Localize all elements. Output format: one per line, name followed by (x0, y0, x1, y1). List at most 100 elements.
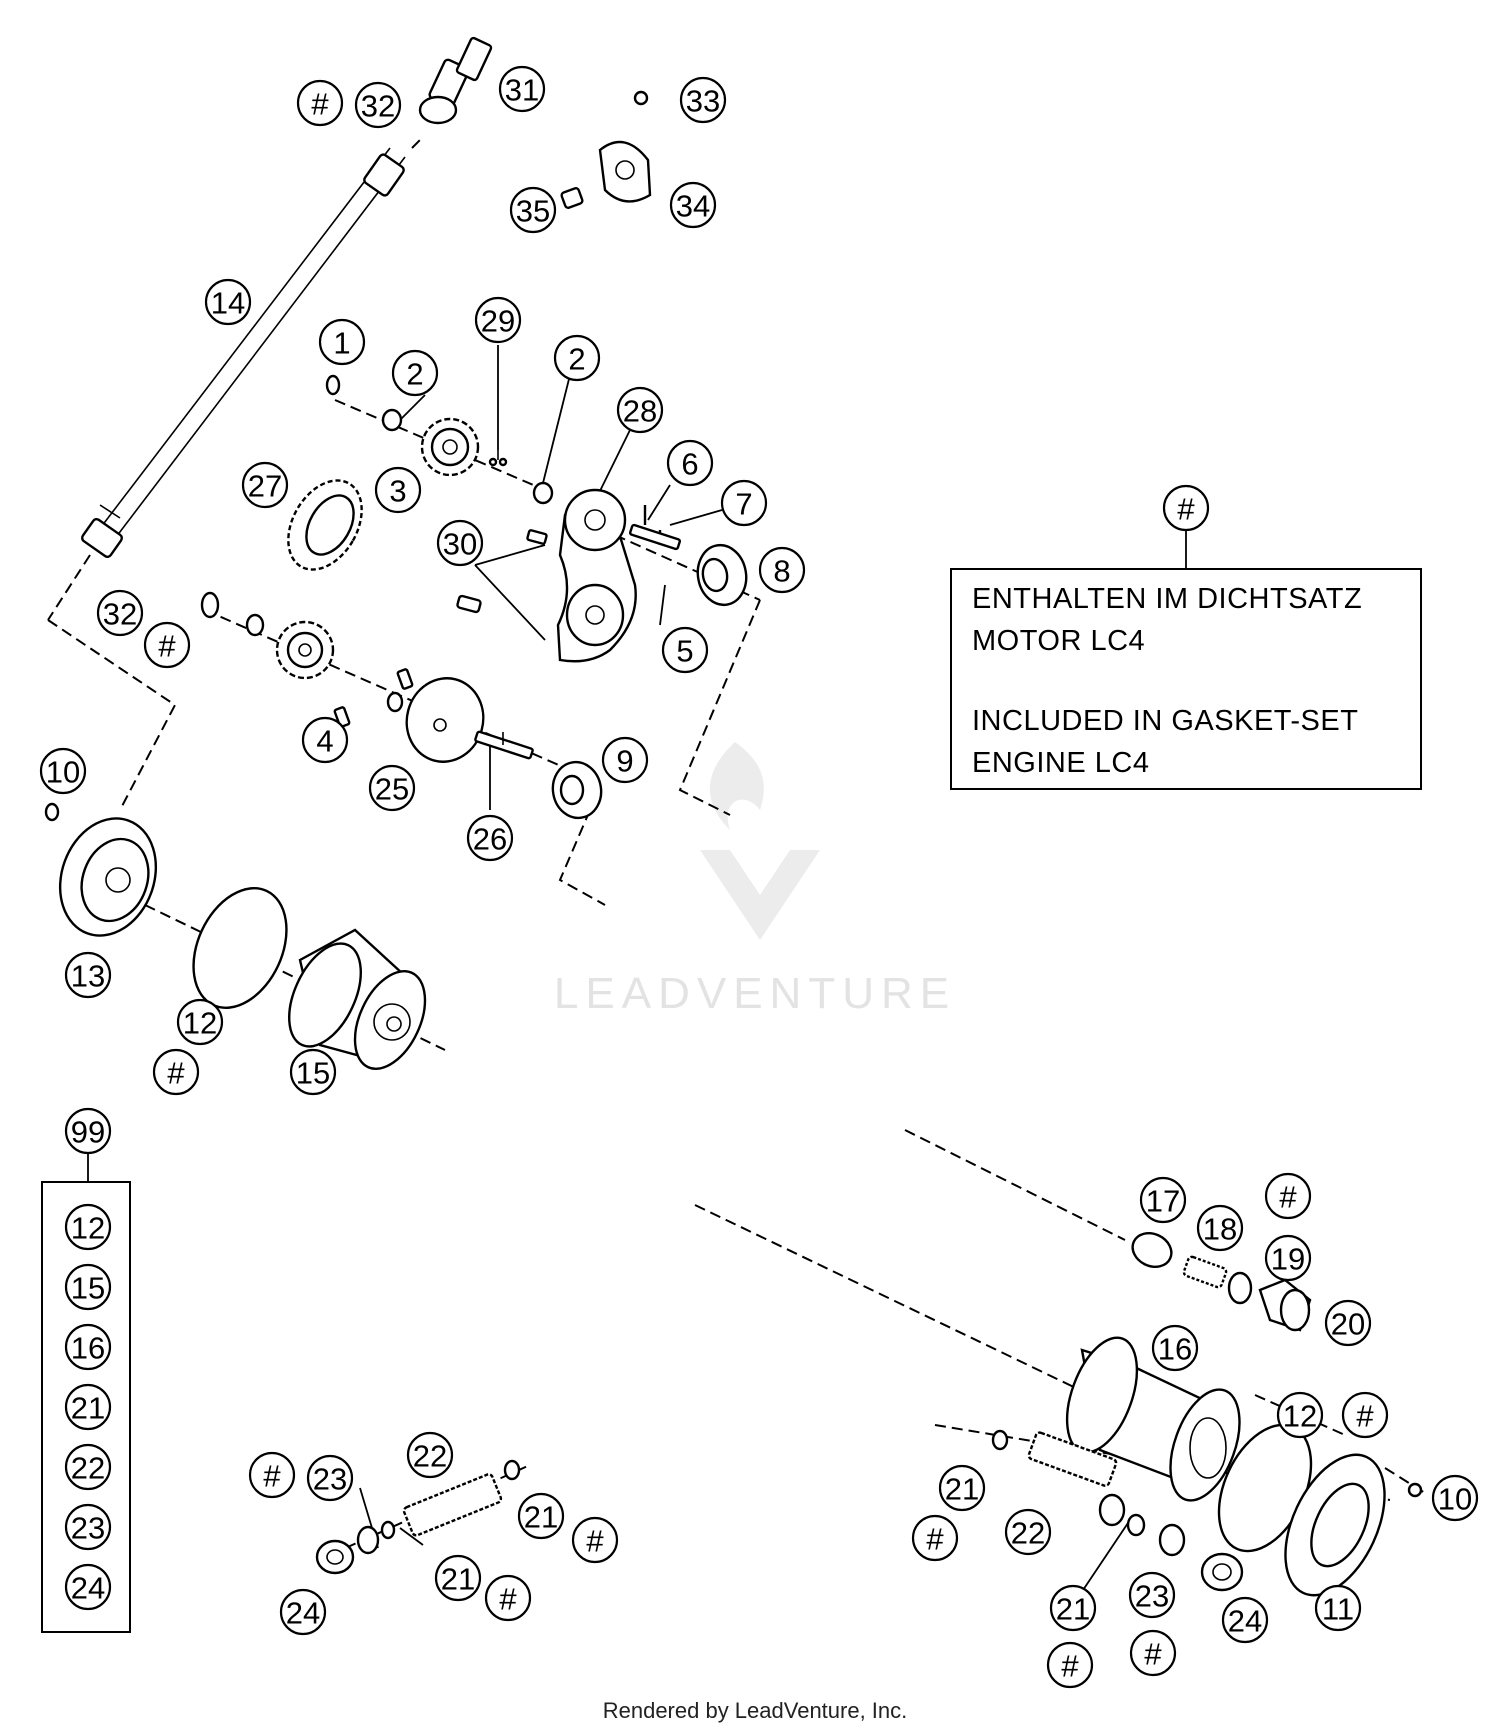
valve-piston-22-right (1027, 1431, 1118, 1487)
callout-label: 20 (1331, 1307, 1365, 1342)
callout-label: 16 (1158, 1332, 1192, 1367)
callout-label: # (926, 1522, 944, 1557)
kit-item: 23 (64, 1503, 112, 1551)
kit-item: 22 (64, 1443, 112, 1491)
callout-label: 6 (681, 447, 698, 482)
callout-label: 2 (406, 357, 423, 392)
gear-lower (275, 620, 335, 680)
gear-3 (420, 417, 480, 477)
callout-21-r1: 21 (938, 1464, 986, 1512)
callout-label: 14 (211, 286, 245, 321)
bolt-24-right (1200, 1552, 1244, 1592)
callout-12-left: 12 (176, 998, 224, 1046)
callout-hash-left: # (152, 1048, 200, 1096)
spring-18 (1182, 1255, 1228, 1289)
kit-item: 16 (64, 1323, 112, 1371)
footer-credit: Rendered by LeadVenture, Inc. (603, 1698, 908, 1723)
kit-99-label: 99 (71, 1115, 105, 1150)
filter-cover-13 (58, 817, 158, 937)
callout-17: 17 (1139, 1176, 1187, 1224)
callout-label: 27 (248, 469, 282, 504)
callout-hash-12r: # (1341, 1391, 1389, 1439)
callout-28: 28 (616, 386, 664, 434)
callout-label: 33 (686, 84, 720, 119)
callout-21-r2: 21 (1049, 1584, 1097, 1632)
callout-3: 3 (374, 466, 422, 514)
callout-hash-21l1: # (571, 1516, 619, 1564)
callout-23-left: 23 (306, 1454, 354, 1502)
callout-22-right: 22 (1004, 1508, 1052, 1556)
bolt-24-left (315, 1539, 355, 1575)
callout-8: 8 (758, 546, 806, 594)
callout-label: # (499, 1582, 517, 1617)
callout-hash-21r2: # (1046, 1641, 1094, 1689)
callout-label: 3 (389, 474, 406, 509)
callout-hash-top: # (296, 79, 344, 127)
callout-label: # (586, 1524, 604, 1559)
callout-label: 19 (1271, 1242, 1305, 1277)
callout-label: 5 (676, 634, 693, 669)
callout-label: 11 (1322, 1592, 1354, 1627)
callout-label: # (311, 87, 329, 122)
callout-label: # (1061, 1649, 1079, 1684)
callout-label: 32 (361, 89, 395, 124)
callout-20: 20 (1324, 1299, 1372, 1347)
note-box-frame (950, 568, 1422, 790)
watermark-text: LEADVENTURE (554, 969, 956, 1018)
callout-label: 23 (313, 1462, 347, 1497)
callout-27: 27 (241, 461, 289, 509)
callout-label: 18 (1203, 1212, 1237, 1247)
kit-item-label: 12 (71, 1211, 105, 1246)
gasket-set-note: ENTHALTEN IM DICHTSATZ MOTOR LC4 INCLUDE… (950, 568, 1422, 790)
kit-item-label: 16 (71, 1331, 105, 1366)
bolt-20 (1258, 1278, 1312, 1332)
callout-label: # (1279, 1180, 1297, 1215)
callout-26: 26 (466, 814, 514, 862)
callout-14: 14 (204, 278, 252, 326)
callout-label: 26 (473, 822, 507, 857)
callout-10-left: 10 (39, 747, 87, 795)
part-drawings (44, 36, 1423, 1597)
callout-label: 23 (1135, 1579, 1169, 1614)
callout-label: 10 (46, 755, 80, 790)
callout-34: 34 (669, 181, 717, 229)
oil-filter-15 (288, 928, 427, 1071)
note-line-1: ENTHALTEN IM DICHTSATZ (972, 583, 1362, 615)
callout-23-right: 23 (1128, 1571, 1176, 1619)
note-line-3: INCLUDED IN GASKET-SET (972, 705, 1358, 737)
kit-item: 24 (64, 1563, 112, 1611)
callout-label: 31 (505, 73, 539, 108)
callout-label: 10 (1438, 1482, 1472, 1517)
callout-31: 31 (498, 65, 546, 113)
callout-15: 15 (289, 1048, 337, 1096)
callout-9: 9 (601, 736, 649, 784)
gear-27 (287, 479, 363, 571)
callout-label: 22 (1011, 1516, 1045, 1551)
kit-item-label: 23 (71, 1511, 105, 1546)
callout-label: 24 (286, 1596, 320, 1631)
callout-5: 5 (661, 626, 709, 674)
callout-label: 12 (1283, 1399, 1317, 1434)
callout-24-right: 24 (1221, 1596, 1269, 1644)
callout-16: 16 (1151, 1324, 1199, 1372)
kit-item-label: 24 (71, 1571, 105, 1606)
note-callout: # (1162, 484, 1210, 532)
callout-label: 29 (481, 304, 515, 339)
callout-label: # (167, 1056, 185, 1091)
note-line-4: ENGINE LC4 (972, 747, 1149, 779)
callout-label: 1 (333, 326, 350, 361)
callout-10-right: 10 (1431, 1474, 1479, 1522)
callout-label: # (158, 629, 176, 664)
callout-label: 21 (524, 1500, 558, 1535)
callout-label: 21 (1056, 1592, 1090, 1627)
callout-hash-23r: # (1129, 1629, 1177, 1677)
callout-label: # (1144, 1637, 1162, 1672)
valve-piston-22-left (402, 1473, 503, 1537)
callout-label: 35 (516, 194, 550, 229)
callout-label: 17 (1146, 1184, 1180, 1219)
callout-hash-17: # (1264, 1172, 1312, 1220)
callout-12-right: 12 (1276, 1391, 1324, 1439)
callout-label: 21 (441, 1562, 475, 1597)
